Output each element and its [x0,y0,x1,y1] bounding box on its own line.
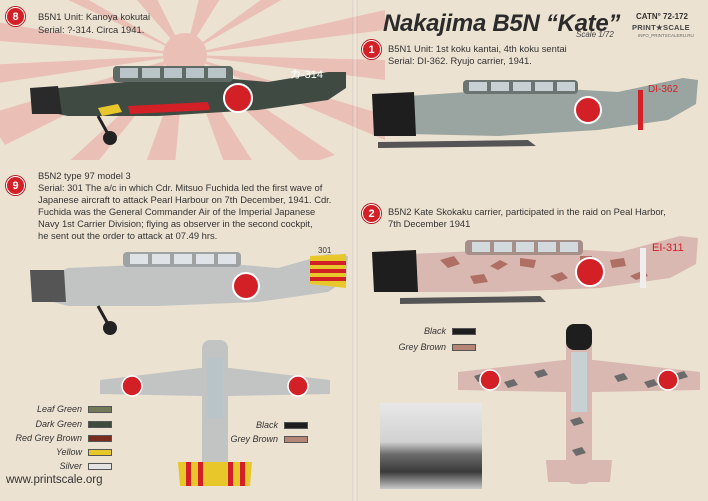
yellow-swatch [88,448,112,456]
legend-right-row-2: Grey Brown [384,342,476,352]
profile-9-line-4: Fuchida was the General Commander Air of… [38,206,316,217]
brand-url: INFO_PRINTSCALERU.RU [638,33,694,38]
grey-brown-swatch [452,343,476,351]
profile-9-tail-code: 301 [318,246,332,255]
silver-swatch [88,462,112,470]
profile-8-aircraft-side: カ-314 [30,66,346,145]
profile-2-line-1: B5N2 Kate Skokaku carrier, participated … [388,206,666,217]
legend-left-row-3: Red Grey Brown [4,433,112,443]
profile-8-line-2: Serial: ?-314. Circa 1941. [38,24,145,35]
profile-2-tail-code: EI-311 [652,242,684,254]
page-fold [352,0,358,501]
profile-2-line-2: 7th December 1941 [388,218,471,229]
profile-1-line-1: B5N1 Unit: 1st koku kantai, 4th koku sen… [388,43,567,54]
black-swatch [452,327,476,335]
profile-2-aircraft-side: EI-311 [372,236,698,304]
profile-9-line-1: B5N2 type 97 model 3 [38,170,131,181]
legend-left-row-1: Leaf Green [22,404,112,414]
page-title: Nakajima B5N “Kate” [383,10,621,37]
scale-label: Scale 1/72 [576,30,614,39]
historical-photo [380,403,482,489]
brand-logo: PRINT★SCALE [632,23,690,32]
profile-9-number-badge: 9 [6,176,25,195]
leaf-green-swatch [88,405,112,413]
profile-9-line-3: Japanese aircraft to attack Pearl Harbou… [38,194,332,205]
legend-mid-row-1: Black [232,420,308,430]
profile-1-tail-code: DI-362 [648,84,678,95]
legend-right-row-1: Black [406,326,476,336]
profile-9-aircraft-top [100,340,330,486]
catalog-number: CATN° 72-172 [636,12,688,21]
profile-2-aircraft-top [458,324,700,484]
profile-9-line-6: he sent out the order to attack at 07.49… [38,230,218,241]
profile-1-line-2: Serial: DI-362. Ryujo carrier, 1941. [388,55,532,66]
profile-9-line-5: Navy 1st Carrier Division; flying as obs… [38,218,313,229]
black-swatch [284,421,308,429]
profile-9-line-2: Serial: 301 The a/c in which Cdr. Mitsuo… [38,182,323,193]
red-grey-brown-swatch [88,434,112,442]
legend-mid-row-2: Grey Brown [224,434,308,444]
profile-1-aircraft-side: DI-362 [372,78,698,148]
legend-left-row-2: Dark Green [22,419,112,429]
profile-2-number-badge: 2 [362,204,381,223]
legend-left-row-4: Yellow [22,447,112,457]
footer-url[interactable]: www.printscale.org [6,474,103,486]
profile-1-number-badge: 1 [362,40,381,59]
profile-8-line-1: B5N1 Unit: Kanoya kokutai [38,11,151,22]
profile-8-tail-code: カ-314 [290,68,323,81]
legend-left-row-5: Silver [22,461,112,471]
dark-green-swatch [88,420,112,428]
profile-8-number-badge: 8 [6,7,25,26]
profile-9-aircraft-side: 301 [30,246,348,335]
grey-brown-swatch [284,435,308,443]
